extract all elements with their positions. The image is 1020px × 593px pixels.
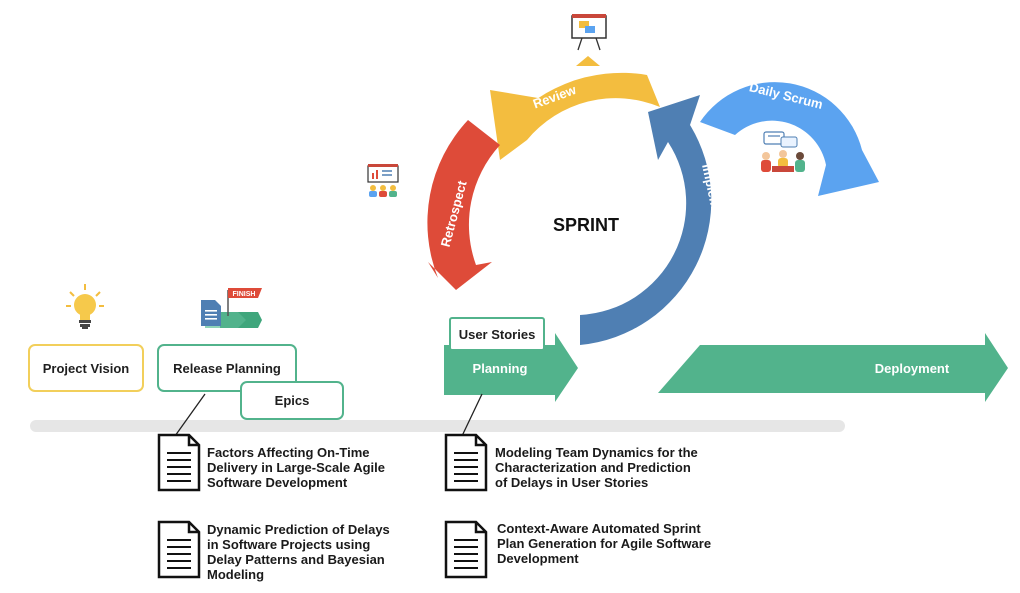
user-stories-box: User Stories bbox=[449, 317, 545, 351]
paper-title: Factors Affecting On-Time Delivery in La… bbox=[207, 445, 385, 490]
chart-board-icon bbox=[367, 164, 399, 197]
team-meeting-icon bbox=[761, 131, 805, 172]
project-vision-box: Project Vision bbox=[28, 344, 144, 392]
document-icon bbox=[157, 520, 201, 579]
planning-label: Planning bbox=[473, 361, 528, 376]
implementation-arc bbox=[580, 95, 712, 345]
document-icon bbox=[157, 433, 201, 492]
timeline-bar bbox=[30, 420, 845, 432]
release-planning-label: Release Planning bbox=[173, 360, 281, 376]
epics-box: Epics bbox=[240, 381, 344, 420]
paper-title: Modeling Team Dynamics for the Character… bbox=[495, 445, 698, 490]
document-icon bbox=[201, 300, 221, 326]
lightbulb-icon bbox=[66, 284, 104, 329]
epics-label: Epics bbox=[274, 393, 310, 408]
document-icon bbox=[444, 433, 488, 492]
release-planning-box: Release Planning bbox=[157, 344, 297, 392]
paper-title: Dynamic Prediction of Delays in Software… bbox=[207, 522, 390, 582]
sprint-title: SPRINT bbox=[553, 215, 619, 235]
user-stories-label: User Stories bbox=[458, 326, 536, 342]
daily-scrum-arc bbox=[700, 82, 879, 196]
deployment-arrow bbox=[658, 333, 1008, 402]
retrospect-arc bbox=[427, 120, 500, 290]
connector-line bbox=[461, 393, 483, 437]
finish-flag-label: FINISH bbox=[233, 291, 256, 298]
connector-line bbox=[174, 393, 206, 437]
deployment-label: Deployment bbox=[875, 361, 950, 376]
document-icon bbox=[444, 520, 488, 579]
paper-title: Context-Aware Automated Sprint Plan Gene… bbox=[497, 521, 712, 566]
project-vision-label: Project Vision bbox=[42, 360, 130, 376]
review-arc bbox=[490, 72, 660, 160]
paper-icons bbox=[157, 433, 488, 579]
presentation-icon bbox=[571, 14, 607, 66]
